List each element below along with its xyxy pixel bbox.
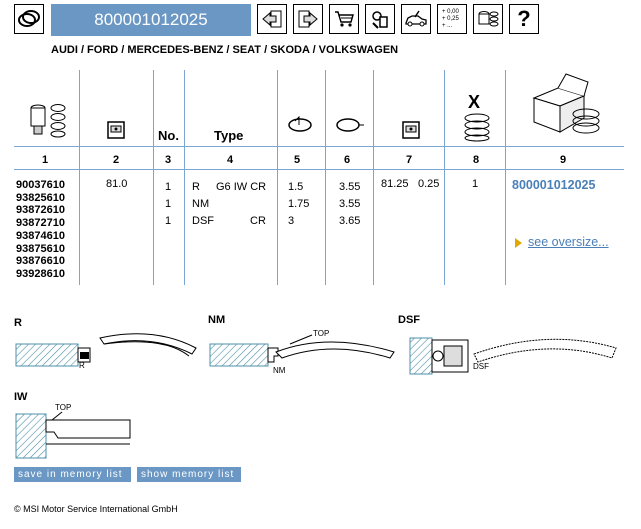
ring-width-icon — [336, 118, 364, 132]
col-divider-8 — [505, 70, 506, 285]
ring-height-icon — [288, 116, 312, 132]
row-2-type-a: NM — [192, 198, 210, 210]
header-type: Type — [214, 128, 244, 143]
quantity-value: 1 — [472, 178, 479, 190]
col-divider-3 — [184, 70, 185, 285]
part-number: 93928610 — [16, 267, 65, 280]
colnum-3: 3 — [164, 154, 172, 166]
part-number: 90037610 — [16, 179, 65, 191]
copyright-text: © MSI Motor Service International GmbH — [14, 504, 178, 514]
row-3-no: 1 — [165, 215, 172, 227]
show-memory-list-button[interactable]: show memory list — [137, 467, 241, 482]
part-number: 93874610 — [16, 229, 65, 242]
col-divider-5 — [325, 70, 326, 285]
rings-logo-icon[interactable] — [14, 4, 44, 34]
row-3-type-a: DSF — [192, 215, 214, 227]
part-number-link[interactable]: 800001012025 — [512, 178, 596, 192]
save-in-memory-list-button[interactable]: save in memory list — [14, 467, 131, 482]
colnum-4: 4 — [226, 154, 234, 166]
cart-icon[interactable] — [329, 4, 359, 34]
cylinder-bore-icon — [402, 121, 420, 139]
col-divider-6 — [373, 70, 374, 285]
col-divider-7 — [444, 70, 445, 285]
colnum-1: 1 — [41, 154, 49, 166]
colnum-2: 2 — [112, 154, 120, 166]
col-divider-4 — [277, 70, 278, 285]
engine-parts-icon[interactable] — [365, 4, 395, 34]
cylinder-icon — [107, 121, 125, 139]
brand-list: AUDI / FORD / MERCEDES-BENZ / SEAT / SKO… — [51, 44, 399, 56]
profile-small-r: R — [79, 361, 85, 370]
profile-label-nm: NM — [208, 314, 226, 326]
row-2-c5: 1.75 — [288, 198, 310, 210]
header-divider-top — [14, 146, 624, 147]
profile-small-dsf: DSF — [473, 362, 489, 371]
measurements-icon[interactable]: + 0,00 + 0,25 + ... — [437, 4, 467, 34]
row-1-no: 1 — [165, 181, 172, 193]
row-3-c6: 3.65 — [339, 215, 361, 227]
row-2-c6: 3.55 — [339, 198, 361, 210]
help-glyph: ? — [517, 6, 531, 31]
measure-line-2: + 0,25 — [442, 15, 459, 22]
colnum-5: 5 — [293, 154, 301, 166]
profile-small-nm: NM — [273, 366, 286, 375]
part-number-list: 90037610 93825610 93872610 93872710 9387… — [16, 179, 65, 281]
ring-r-profile-diagram — [15, 333, 197, 367]
measure-line-3: + ... — [442, 22, 453, 29]
row-1-c6: 3.55 — [339, 181, 361, 193]
bore-diameter-value: 81.25 — [381, 178, 409, 190]
see-oversize-link[interactable]: see oversize... — [528, 235, 609, 249]
measure-line-1: + 0,00 — [442, 8, 459, 15]
colnum-9: 9 — [559, 154, 567, 166]
header-x: X — [468, 92, 481, 112]
colnum-7: 7 — [405, 154, 413, 166]
forward-icon[interactable] — [293, 4, 323, 34]
row-3-c5: 3 — [288, 215, 295, 227]
header-divider-bottom — [14, 169, 624, 170]
back-icon[interactable] — [257, 4, 287, 34]
col-divider-2 — [153, 70, 154, 285]
top-label-nm: TOP — [313, 329, 330, 338]
col-divider-1 — [79, 70, 80, 285]
profile-label-dsf: DSF — [398, 314, 420, 326]
help-icon[interactable]: ? — [509, 4, 539, 34]
part-number: 93876610 — [16, 255, 65, 268]
row-1-type-a: R — [192, 181, 200, 193]
part-number: 93875610 — [16, 242, 65, 255]
profile-label-r: R — [14, 317, 22, 329]
colnum-8: 8 — [472, 154, 480, 166]
colnum-6: 6 — [343, 154, 351, 166]
piston-kit-icon — [30, 104, 66, 138]
header-no: No. — [158, 128, 179, 143]
car-repair-icon[interactable] — [401, 4, 431, 34]
ring-dsf-profile-diagram — [409, 337, 617, 375]
row-2-no: 1 — [165, 198, 172, 210]
row-1-c5: 1.5 — [288, 181, 304, 193]
ring-iw-profile-diagram — [15, 411, 131, 459]
row-1-type-b: G6 IW CR — [216, 181, 267, 193]
part-number-display: 800001012025 — [51, 4, 251, 36]
ring-nm-profile-diagram — [209, 334, 395, 367]
profile-label-iw: IW — [14, 391, 28, 403]
package-box-icon — [532, 73, 600, 134]
top-label-iw: TOP — [55, 403, 72, 412]
oversize-value: 0.25 — [418, 178, 440, 190]
arrow-right-icon — [515, 238, 522, 248]
diameter-value: 81.0 — [106, 178, 128, 190]
part-number: 93872610 — [16, 204, 65, 217]
piston-rings-icon[interactable] — [473, 4, 503, 34]
row-3-type-b: CR — [250, 215, 266, 227]
part-number: 93872710 — [16, 217, 65, 230]
ring-set-icon — [464, 113, 490, 142]
part-number: 93825610 — [16, 191, 65, 204]
